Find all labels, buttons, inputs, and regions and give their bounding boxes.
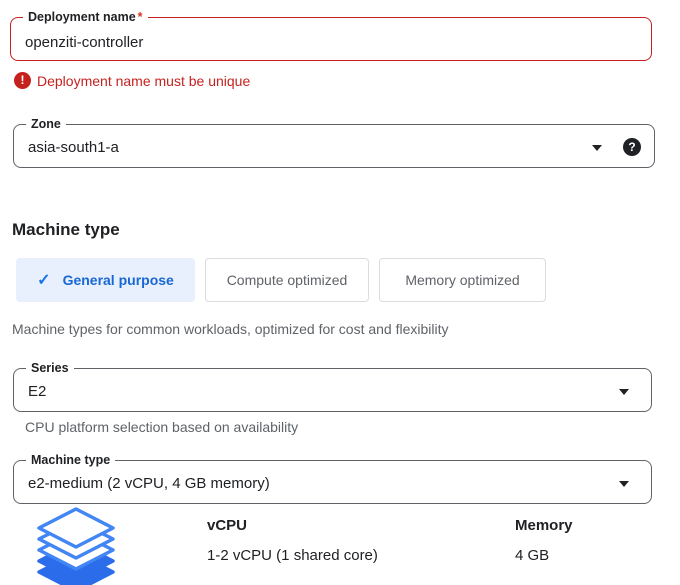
help-icon[interactable]: ? bbox=[623, 138, 641, 156]
machine-type-label: Machine type bbox=[26, 452, 116, 468]
machine-type-value: e2-medium (2 vCPU, 4 GB memory) bbox=[28, 475, 270, 492]
tab-general-purpose[interactable]: ✓ General purpose bbox=[16, 258, 195, 302]
chevron-down-icon[interactable] bbox=[619, 481, 629, 487]
tab-label: General purpose bbox=[62, 272, 174, 288]
memory-value: 4 GB bbox=[515, 547, 550, 564]
error-icon: ! bbox=[14, 72, 31, 89]
vcpu-header: vCPU bbox=[207, 517, 248, 534]
required-asterisk: * bbox=[137, 10, 143, 24]
series-select[interactable]: Series E2 bbox=[13, 360, 652, 412]
zone-label: Zone bbox=[26, 116, 66, 132]
machine-type-select[interactable]: Machine type e2-medium (2 vCPU, 4 GB mem… bbox=[13, 452, 652, 504]
deployment-name-field[interactable]: Deployment name* bbox=[10, 9, 652, 61]
vcpu-summary: vCPU 1-2 vCPU (1 shared core) bbox=[207, 517, 378, 564]
series-value: E2 bbox=[28, 383, 47, 400]
deployment-name-input[interactable] bbox=[11, 18, 651, 60]
chevron-down-icon[interactable] bbox=[592, 145, 602, 151]
deployment-name-error-row: ! Deployment name must be unique bbox=[14, 72, 250, 89]
memory-header: Memory bbox=[515, 517, 573, 534]
chevron-down-icon[interactable] bbox=[619, 389, 629, 395]
tab-compute-optimized[interactable]: Compute optimized bbox=[205, 258, 369, 302]
series-label: Series bbox=[26, 360, 74, 376]
deployment-name-label: Deployment name* bbox=[23, 9, 148, 25]
tab-memory-optimized[interactable]: Memory optimized bbox=[379, 258, 546, 302]
check-icon: ✓ bbox=[37, 272, 51, 289]
layers-stack-icon bbox=[36, 505, 116, 585]
error-message: Deployment name must be unique bbox=[37, 72, 251, 89]
machine-family-tabs: ✓ General purpose Compute optimized Memo… bbox=[16, 258, 546, 302]
tab-label: Compute optimized bbox=[226, 272, 348, 288]
tab-label: Memory optimized bbox=[405, 272, 520, 288]
vcpu-value: 1-2 vCPU (1 shared core) bbox=[207, 547, 378, 564]
machine-type-description: Machine types for common workloads, opti… bbox=[12, 321, 449, 337]
series-helper-text: CPU platform selection based on availabi… bbox=[25, 419, 299, 435]
memory-summary: Memory 4 GB bbox=[515, 517, 573, 564]
machine-type-heading: Machine type bbox=[12, 220, 120, 239]
deployment-name-label-text: Deployment name bbox=[28, 10, 136, 24]
zone-select[interactable]: Zone asia-south1-a ? bbox=[13, 116, 655, 168]
zone-value: asia-south1-a bbox=[28, 139, 119, 156]
